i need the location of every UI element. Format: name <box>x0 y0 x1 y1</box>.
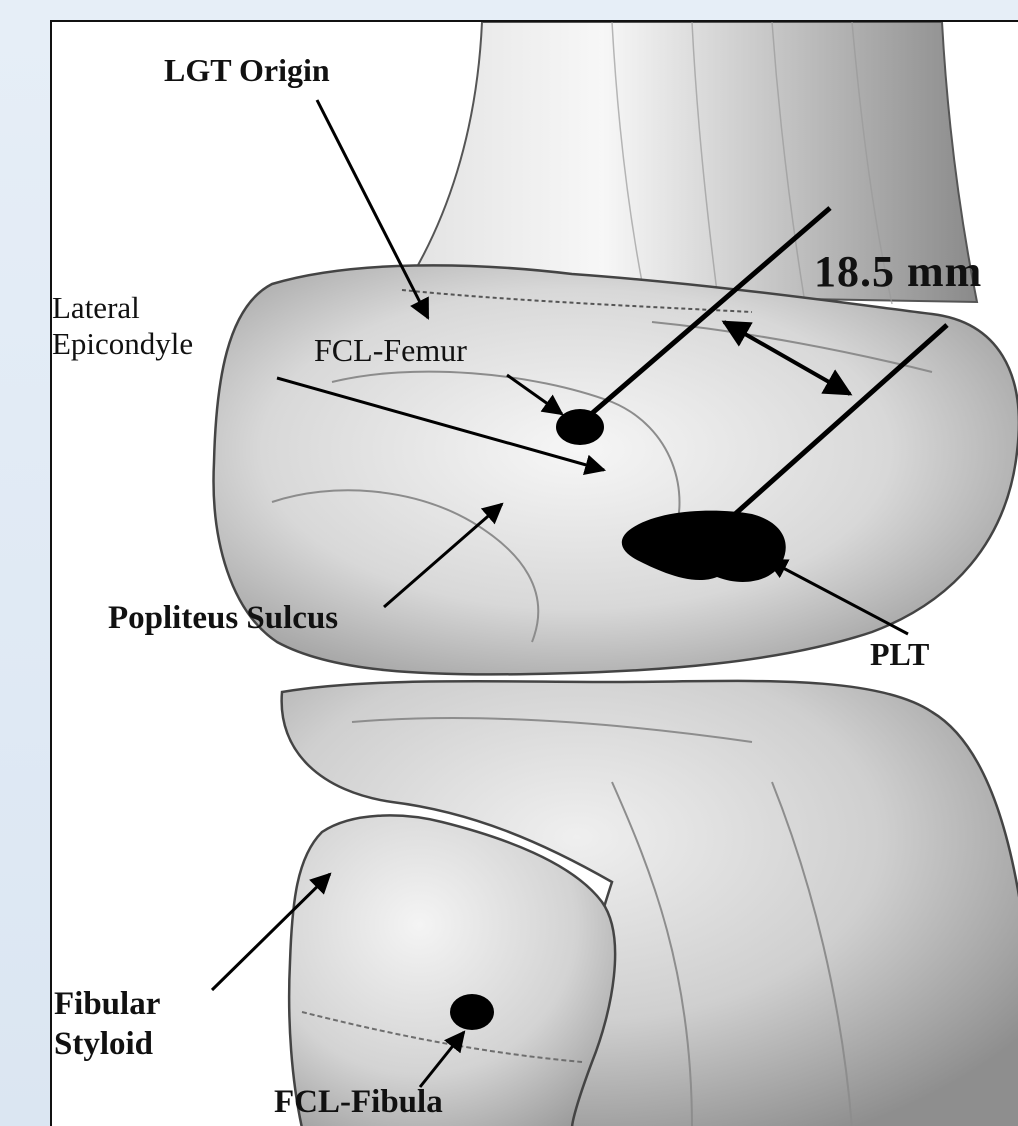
lgt-origin-label: LGT Origin <box>164 52 330 89</box>
fibula-head <box>289 815 615 1126</box>
fcl-femur-label: FCL-Femur <box>314 332 467 369</box>
popliteus-sulcus-label: Popliteus Sulcus <box>108 600 338 637</box>
fibular-styloid-label: Fibular Styloid <box>54 984 160 1064</box>
fcl-femur-marker <box>556 409 604 445</box>
lateral-epicondyle-label: Lateral Epicondyle <box>52 290 193 362</box>
lateral-epicondyle-line1: Lateral <box>52 290 193 326</box>
lateral-epicondyle-line2: Epicondyle <box>52 326 193 362</box>
plt-label: PLT <box>870 636 929 673</box>
fibular-styloid-line1: Fibular <box>54 984 160 1024</box>
figure-panel: LGT Origin 18.5 mm Lateral Epicondyle FC… <box>50 20 1018 1126</box>
measurement-label: 18.5 mm <box>814 246 982 297</box>
knee-anatomy-illustration <box>52 22 1018 1126</box>
fibular-styloid-line2: Styloid <box>54 1024 160 1064</box>
fcl-fibula-marker <box>450 994 494 1030</box>
fcl-fibula-label: FCL-Fibula <box>274 1084 443 1121</box>
